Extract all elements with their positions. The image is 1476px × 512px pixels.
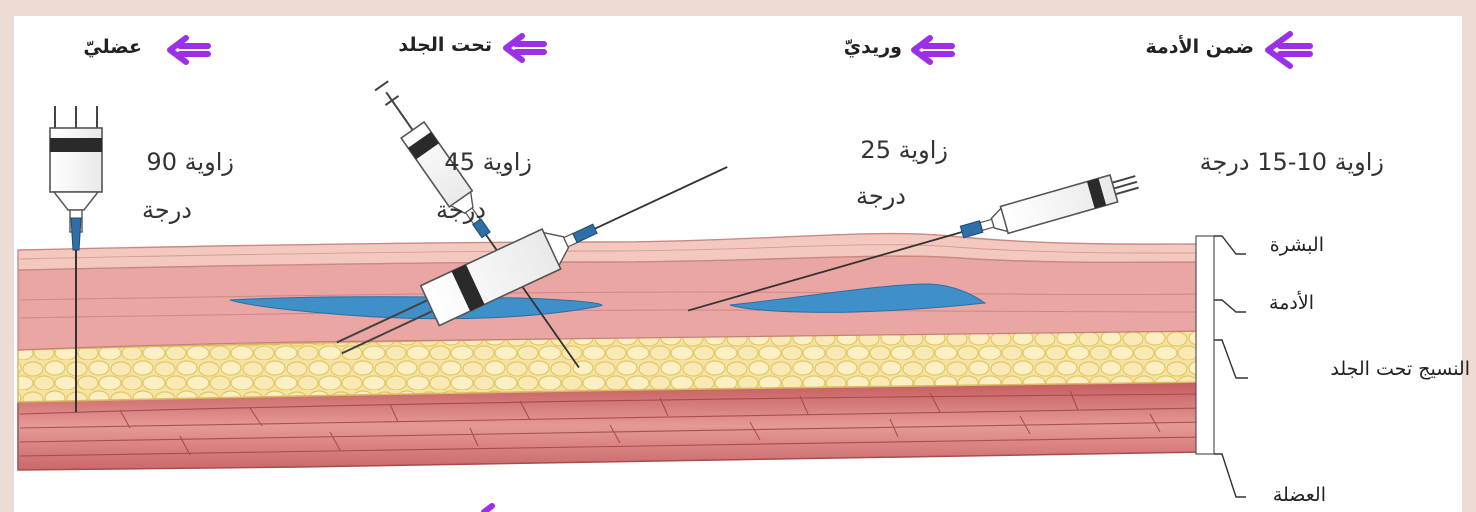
angle-label-25-unit: درجة — [856, 182, 906, 210]
arrow-partial-icon — [484, 506, 492, 512]
arrow-left-icon — [506, 36, 544, 60]
layer-label-dermis: الأدمة — [1269, 292, 1314, 314]
skin-layers — [18, 234, 1214, 470]
heading-subcutaneous: تحت الجلد — [398, 34, 492, 56]
arrow-left-icon — [1268, 34, 1310, 66]
angle-label-90-unit: درجة — [142, 196, 192, 224]
angle-label-45-unit: درجة — [436, 196, 486, 224]
arrow-left-icon — [914, 38, 952, 62]
angle-label-25: زاوية 25 — [860, 136, 948, 164]
layer-label-epidermis: البشرة — [1270, 234, 1324, 256]
arrow-left-icon — [170, 38, 208, 62]
layer-label-muscle: العضلة — [1273, 484, 1326, 506]
layer-block-edge — [1196, 236, 1214, 454]
heading-intramuscular: عضليّ — [83, 36, 142, 58]
angle-label-45: زاوية 45 — [444, 148, 532, 176]
angle-label-10-15: زاوية 10-15 درجة — [1200, 148, 1384, 176]
angle-label-90: زاوية 90 — [146, 148, 234, 176]
heading-intradermal: ضمن الأدمة — [1145, 36, 1254, 58]
heading-intravenous: وريديّ — [844, 36, 902, 58]
layer-label-subcutaneous: النسيج تحت الجلد — [1330, 358, 1470, 380]
layer-leaders — [1214, 236, 1248, 497]
